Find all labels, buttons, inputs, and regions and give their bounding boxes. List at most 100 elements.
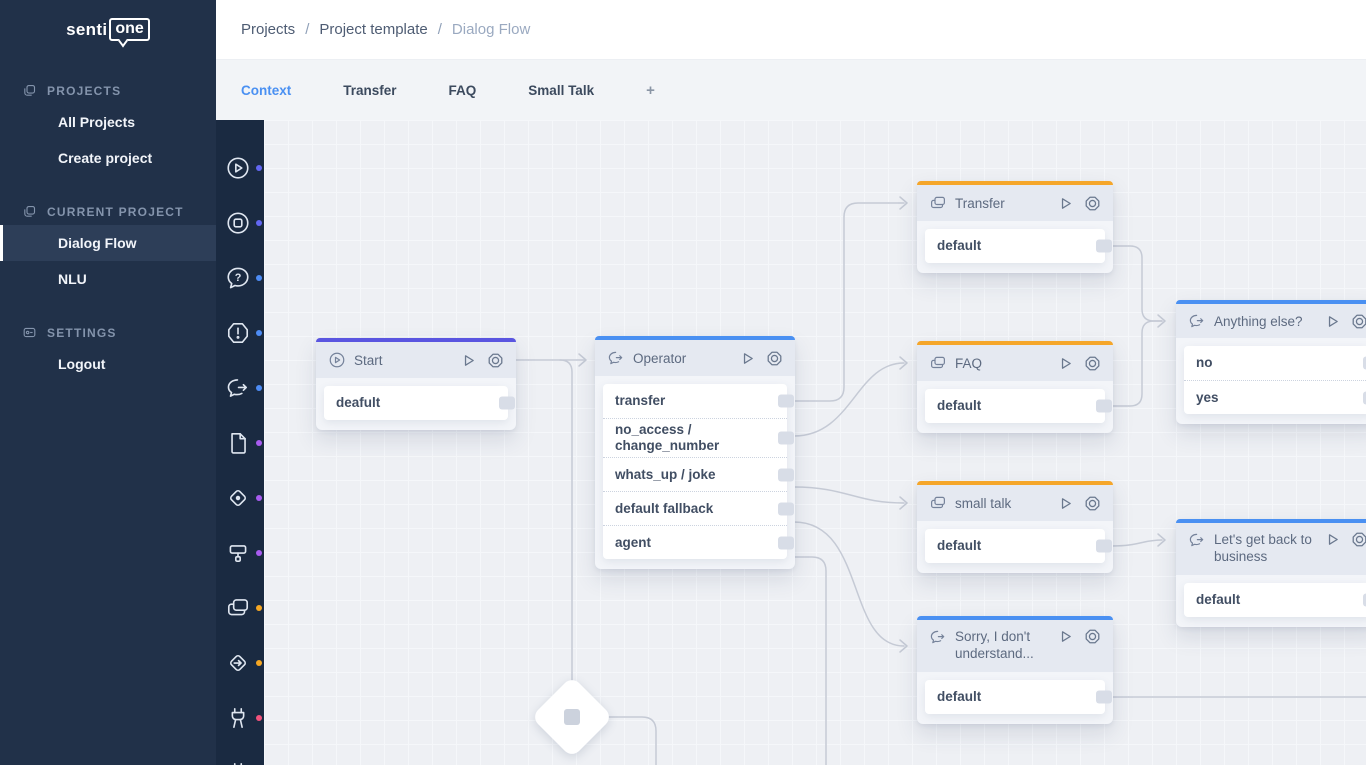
node-start[interactable]: Start deafult bbox=[316, 338, 516, 430]
sidebar-item-create-project[interactable]: Create project bbox=[0, 140, 216, 176]
cards-stack-icon bbox=[929, 194, 947, 212]
palette-dot bbox=[256, 440, 262, 446]
output-row: transfer bbox=[603, 384, 787, 418]
play-circle-icon bbox=[328, 351, 346, 369]
cards-stack-icon bbox=[929, 494, 947, 512]
output-row: default bbox=[925, 680, 1105, 714]
context-tabs-bar: Context Transfer FAQ Small Talk + bbox=[216, 60, 1366, 120]
node-header[interactable]: Let's get back to business bbox=[1176, 523, 1366, 575]
node-transfer[interactable]: Transfer default bbox=[917, 181, 1113, 273]
node-operator[interactable]: Operator transfer no_access / change_num… bbox=[595, 336, 795, 569]
palette-dot bbox=[256, 495, 262, 501]
breadcrumb-bar: Projects / Project template / Dialog Flo… bbox=[216, 0, 1366, 60]
output-port[interactable] bbox=[1096, 540, 1112, 553]
node-settings-icon[interactable] bbox=[487, 352, 504, 369]
diamond-port[interactable] bbox=[564, 709, 580, 725]
node-settings-icon[interactable] bbox=[1084, 495, 1101, 512]
output-port[interactable] bbox=[778, 468, 794, 481]
plug-icon bbox=[225, 705, 251, 731]
add-tab-button[interactable]: + bbox=[646, 72, 655, 109]
chat-forward-icon bbox=[929, 628, 947, 646]
palette-help-bubble[interactable]: ? bbox=[216, 250, 264, 305]
node-header[interactable]: FAQ bbox=[917, 345, 1113, 381]
sidebar-item-all-projects[interactable]: All Projects bbox=[0, 104, 216, 140]
tab-context[interactable]: Context bbox=[241, 73, 291, 108]
palette-paint-roller[interactable] bbox=[216, 525, 264, 580]
flow-canvas[interactable]: Start deafult Operator transfer no_acces… bbox=[264, 120, 1366, 765]
settings-icon bbox=[22, 325, 37, 340]
nav-header-projects: PROJECTS bbox=[0, 77, 216, 104]
breadcrumb-projects[interactable]: Projects bbox=[241, 21, 295, 38]
output-port[interactable] bbox=[1096, 400, 1112, 413]
output-port[interactable] bbox=[499, 397, 515, 410]
palette-dot bbox=[256, 660, 262, 666]
palette-cards-stack[interactable] bbox=[216, 580, 264, 635]
tab-transfer[interactable]: Transfer bbox=[343, 73, 396, 108]
node-sorry[interactable]: Sorry, I don't understand... default bbox=[917, 616, 1113, 724]
node-lets-get-back[interactable]: Let's get back to business default bbox=[1176, 519, 1366, 627]
node-title: Anything else? bbox=[1214, 313, 1316, 330]
palette-dot bbox=[256, 385, 262, 391]
chat-forward-icon bbox=[1188, 312, 1206, 330]
run-node-icon[interactable] bbox=[1057, 495, 1074, 512]
output-port[interactable] bbox=[1096, 240, 1112, 253]
palette-stop-circle[interactable] bbox=[216, 195, 264, 250]
node-anything-else[interactable]: Anything else? no yes bbox=[1176, 300, 1366, 424]
tab-small-talk[interactable]: Small Talk bbox=[528, 73, 594, 108]
sidebar-item-nlu[interactable]: NLU bbox=[0, 261, 216, 297]
run-node-icon[interactable] bbox=[1057, 195, 1074, 212]
output-port[interactable] bbox=[1096, 691, 1112, 704]
palette-dot bbox=[256, 605, 262, 611]
run-node-icon[interactable] bbox=[1057, 628, 1074, 645]
node-settings-icon[interactable] bbox=[1084, 195, 1101, 212]
output-port[interactable] bbox=[778, 395, 794, 408]
output-port[interactable] bbox=[778, 502, 794, 515]
breadcrumb-project-template[interactable]: Project template bbox=[319, 21, 427, 38]
node-faq[interactable]: FAQ default bbox=[917, 341, 1113, 433]
output-port[interactable] bbox=[778, 432, 794, 445]
output-row: default bbox=[925, 529, 1105, 563]
node-title: Let's get back to business bbox=[1214, 531, 1316, 565]
output-row: deafult bbox=[324, 386, 508, 420]
palette-plug-2[interactable] bbox=[216, 745, 264, 765]
node-settings-icon[interactable] bbox=[1351, 313, 1366, 330]
output-port[interactable] bbox=[778, 536, 794, 549]
node-title: small talk bbox=[955, 495, 1049, 512]
node-settings-icon[interactable] bbox=[1084, 628, 1101, 645]
output-row: yes bbox=[1184, 380, 1366, 414]
run-node-icon[interactable] bbox=[1324, 313, 1341, 330]
sidebar-item-logout[interactable]: Logout bbox=[0, 346, 216, 382]
node-settings-icon[interactable] bbox=[1351, 531, 1366, 548]
run-node-icon[interactable] bbox=[739, 350, 756, 367]
run-node-icon[interactable] bbox=[1324, 531, 1341, 548]
node-header[interactable]: small talk bbox=[917, 485, 1113, 521]
paint-roller-icon bbox=[225, 540, 251, 566]
palette-file[interactable] bbox=[216, 415, 264, 470]
palette-decision-diamond[interactable] bbox=[216, 470, 264, 525]
run-node-icon[interactable] bbox=[460, 352, 477, 369]
nav-header-current-project: CURRENT PROJECT bbox=[0, 198, 216, 225]
node-small-talk[interactable]: small talk default bbox=[917, 481, 1113, 573]
output-row: agent bbox=[603, 525, 787, 559]
tab-faq[interactable]: FAQ bbox=[449, 73, 477, 108]
sidebar: senti one PROJECTS All Projects Create p… bbox=[0, 0, 216, 765]
palette-play-circle[interactable] bbox=[216, 140, 264, 195]
node-header[interactable]: Anything else? bbox=[1176, 304, 1366, 338]
palette-diamond-arrow[interactable] bbox=[216, 635, 264, 690]
help-bubble-icon: ? bbox=[225, 265, 251, 291]
node-header[interactable]: Start bbox=[316, 342, 516, 378]
node-header[interactable]: Sorry, I don't understand... bbox=[917, 620, 1113, 672]
chat-forward-icon bbox=[225, 375, 251, 401]
node-settings-icon[interactable] bbox=[766, 350, 783, 367]
chat-forward-icon bbox=[1188, 531, 1206, 549]
node-title: Start bbox=[354, 352, 452, 369]
chat-forward-icon bbox=[607, 349, 625, 367]
node-header[interactable]: Transfer bbox=[917, 185, 1113, 221]
palette-alert-octagon[interactable] bbox=[216, 305, 264, 360]
palette-chat-forward[interactable] bbox=[216, 360, 264, 415]
run-node-icon[interactable] bbox=[1057, 355, 1074, 372]
palette-plug[interactable] bbox=[216, 690, 264, 745]
node-settings-icon[interactable] bbox=[1084, 355, 1101, 372]
sidebar-item-dialog-flow[interactable]: Dialog Flow bbox=[0, 225, 216, 261]
node-header[interactable]: Operator bbox=[595, 340, 795, 376]
